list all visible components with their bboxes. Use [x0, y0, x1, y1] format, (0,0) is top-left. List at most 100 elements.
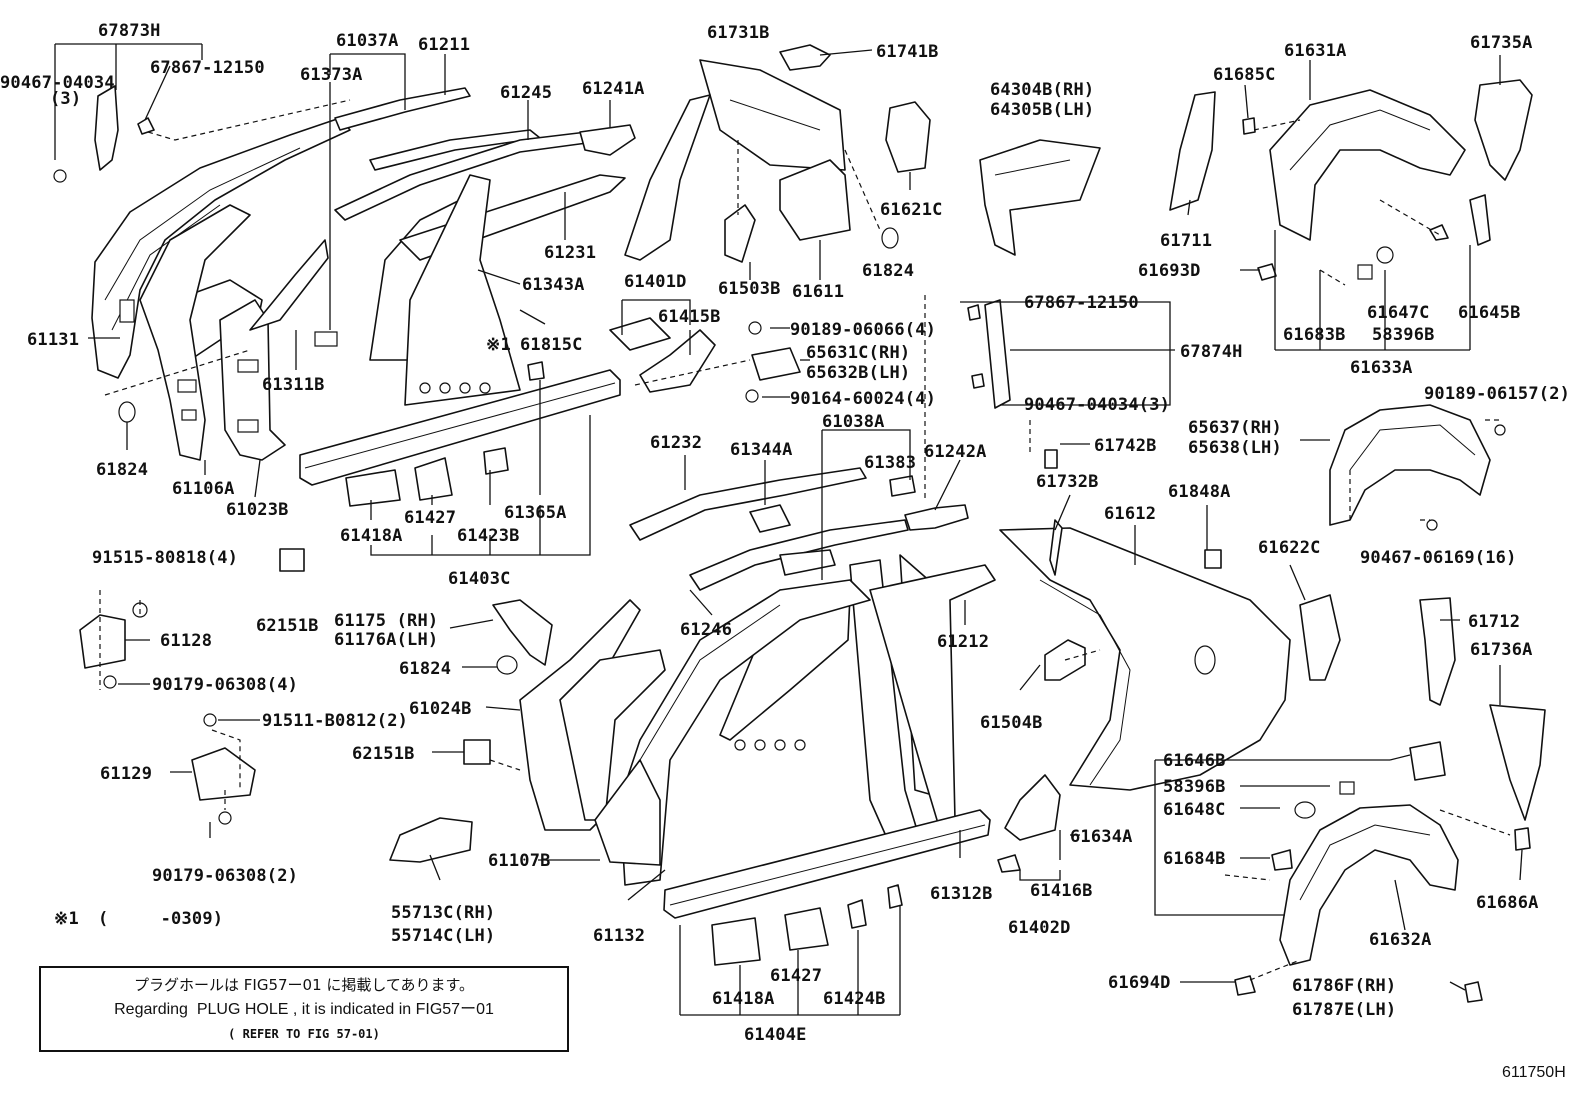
label-61232[interactable]: 61232 — [650, 433, 702, 453]
label-61646B[interactable]: 61646B — [1163, 751, 1226, 771]
label-61732B[interactable]: 61732B — [1036, 472, 1099, 492]
label-61427[interactable]: 61427 — [404, 508, 456, 528]
label-90467-06169[interactable]: 90467-06169(16) — [1360, 548, 1517, 568]
label-61175[interactable]: 61175 (RH) — [334, 611, 438, 631]
label-61037A[interactable]: 61037A — [336, 31, 399, 51]
label-61504B[interactable]: 61504B — [980, 713, 1043, 733]
label-90189-06157[interactable]: 90189-06157(2) — [1424, 384, 1570, 404]
label-61736A[interactable]: 61736A — [1470, 640, 1533, 660]
label-61403C[interactable]: 61403C — [448, 569, 511, 589]
label-58396B-b[interactable]: 58396B — [1163, 777, 1226, 797]
label-61711[interactable]: 61711 — [1160, 231, 1212, 251]
label-67873H[interactable]: 67873H — [98, 21, 161, 41]
label-61648C[interactable]: 61648C — [1163, 800, 1226, 820]
label-61632A[interactable]: 61632A — [1369, 930, 1432, 950]
label-61786F[interactable]: 61786F(RH) — [1292, 976, 1396, 996]
label-61815C[interactable]: 61815C — [520, 335, 583, 355]
label-61787E[interactable]: 61787E(LH) — [1292, 1000, 1396, 1020]
label-62151B-b[interactable]: 62151B — [352, 744, 415, 764]
label-61694D[interactable]: 61694D — [1108, 973, 1171, 993]
label-61129[interactable]: 61129 — [100, 764, 152, 784]
label-61824-c[interactable]: 61824 — [399, 659, 451, 679]
label-61647C[interactable]: 61647C — [1367, 303, 1430, 323]
label-61424B[interactable]: 61424B — [823, 989, 886, 1009]
label-55713C[interactable]: 55713C(RH) — [391, 903, 495, 923]
label-90189-06066[interactable]: 90189-06066(4) — [790, 320, 936, 340]
label-61693D[interactable]: 61693D — [1138, 261, 1201, 281]
label-61023B[interactable]: 61023B — [226, 500, 289, 520]
label-90467-04034[interactable]: 90467-04034 — [0, 73, 115, 93]
label-67867-12150-b[interactable]: 67867-12150 — [1024, 293, 1139, 313]
label-61611[interactable]: 61611 — [792, 282, 844, 302]
label-61107B[interactable]: 61107B — [488, 851, 551, 871]
label-61622C[interactable]: 61622C — [1258, 538, 1321, 558]
label-61311B[interactable]: 61311B — [262, 375, 325, 395]
label-61106A[interactable]: 61106A — [172, 479, 235, 499]
label-61731B[interactable]: 61731B — [707, 23, 770, 43]
label-61685C[interactable]: 61685C — [1213, 65, 1276, 85]
label-58396B[interactable]: 58396B — [1372, 325, 1435, 345]
label-61503B[interactable]: 61503B — [718, 279, 781, 299]
label-61246[interactable]: 61246 — [680, 620, 732, 640]
label-61684B[interactable]: 61684B — [1163, 849, 1226, 869]
label-61176A[interactable]: 61176A(LH) — [334, 630, 438, 650]
label-61131[interactable]: 61131 — [27, 330, 79, 350]
label-65638[interactable]: 65638(LH) — [1188, 438, 1282, 458]
label-65637[interactable]: 65637(RH) — [1188, 418, 1282, 438]
label-61645B[interactable]: 61645B — [1458, 303, 1521, 323]
label-61423B[interactable]: 61423B — [457, 526, 520, 546]
label-61344A[interactable]: 61344A — [730, 440, 793, 460]
label-61824-b[interactable]: 61824 — [862, 261, 914, 281]
label-61712[interactable]: 61712 — [1468, 612, 1520, 632]
label-55714C[interactable]: 55714C(LH) — [391, 926, 495, 946]
label-61343A[interactable]: 61343A — [522, 275, 585, 295]
label-62151B[interactable]: 62151B — [256, 616, 319, 636]
label-67867-12150[interactable]: 67867-12150 — [150, 58, 265, 78]
label-61621C[interactable]: 61621C — [880, 200, 943, 220]
label-61365A[interactable]: 61365A — [504, 503, 567, 523]
label-61418A-b[interactable]: 61418A — [712, 989, 775, 1009]
label-61824[interactable]: 61824 — [96, 460, 148, 480]
label-61418A[interactable]: 61418A — [340, 526, 403, 546]
label-61245[interactable]: 61245 — [500, 83, 552, 103]
label-90467-04034-b[interactable]: 90467-04034(3) — [1024, 395, 1170, 415]
label-67874H[interactable]: 67874H — [1180, 342, 1243, 362]
label-61312B[interactable]: 61312B — [930, 884, 993, 904]
label-61404E[interactable]: 61404E — [744, 1025, 807, 1045]
label-61231[interactable]: 61231 — [544, 243, 596, 263]
label-61612[interactable]: 61612 — [1104, 504, 1156, 524]
label-61427-b[interactable]: 61427 — [770, 966, 822, 986]
label-61024B[interactable]: 61024B — [409, 699, 472, 719]
label-61415B[interactable]: 61415B — [658, 307, 721, 327]
label-91511-B0812[interactable]: 91511-B0812(2) — [262, 711, 408, 731]
label-61373A[interactable]: 61373A — [300, 65, 363, 85]
label-61212[interactable]: 61212 — [937, 632, 989, 652]
label-64305B[interactable]: 64305B(LH) — [990, 100, 1094, 120]
label-90179-06308-2[interactable]: 90179-06308(2) — [152, 866, 298, 886]
label-61402D[interactable]: 61402D — [1008, 918, 1071, 938]
label-61241A[interactable]: 61241A — [582, 79, 645, 99]
label-61741B[interactable]: 61741B — [876, 42, 939, 62]
label-65632B[interactable]: 65632B(LH) — [806, 363, 910, 383]
label-61211[interactable]: 61211 — [418, 35, 470, 55]
label-61631A[interactable]: 61631A — [1284, 41, 1347, 61]
label-61686A[interactable]: 61686A — [1476, 893, 1539, 913]
label-61735A[interactable]: 61735A — [1470, 33, 1533, 53]
label-61742B[interactable]: 61742B — [1094, 436, 1157, 456]
label-61242A[interactable]: 61242A — [924, 442, 987, 462]
label-64304B[interactable]: 64304B(RH) — [990, 80, 1094, 100]
label-61401D[interactable]: 61401D — [624, 272, 687, 292]
label-61634A[interactable]: 61634A — [1070, 827, 1133, 847]
label-61128[interactable]: 61128 — [160, 631, 212, 651]
label-61038A[interactable]: 61038A — [822, 412, 885, 432]
label-61132[interactable]: 61132 — [593, 926, 645, 946]
label-65631C[interactable]: 65631C(RH) — [806, 343, 910, 363]
label-90164-60024[interactable]: 90164-60024(4) — [790, 389, 936, 409]
label-61416B[interactable]: 61416B — [1030, 881, 1093, 901]
label-61683B[interactable]: 61683B — [1283, 325, 1346, 345]
label-61383[interactable]: 61383 — [864, 453, 916, 473]
label-90179-06308-4[interactable]: 90179-06308(4) — [152, 675, 298, 695]
label-91515-80818[interactable]: 91515-80818(4) — [92, 548, 238, 568]
label-61633A[interactable]: 61633A — [1350, 358, 1413, 378]
label-61848A[interactable]: 61848A — [1168, 482, 1231, 502]
